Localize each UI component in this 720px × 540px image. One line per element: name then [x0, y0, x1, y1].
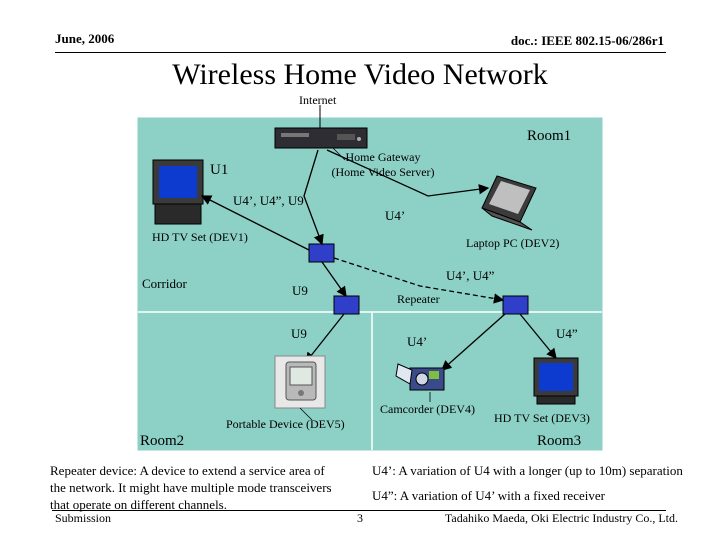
header-date: June, 2006	[55, 31, 115, 46]
link-repeater1-repeater3	[333, 257, 505, 304]
home-gateway-icon	[274, 127, 368, 149]
room2-label: Room2	[140, 433, 185, 449]
repeater-box-3	[502, 295, 529, 315]
laptop-dev2-icon	[481, 175, 537, 231]
link-repeater3-camcorder	[441, 313, 506, 371]
room1-label: Room1	[527, 128, 572, 144]
u9-upper-label: U9	[292, 283, 308, 298]
tv-dev3-label: HD TV Set (DEV3)	[494, 411, 590, 425]
link-repeater3-tv3	[519, 313, 557, 360]
u4p-definition: U4’: A variation of U4 with a longer (up…	[372, 463, 683, 478]
link-left-label: U4’, U4”, U9	[233, 193, 304, 208]
repeater-box-1	[308, 243, 335, 263]
link-gateway-repeater1	[303, 149, 324, 246]
footer-page-number: 3	[357, 511, 363, 525]
internet-label: Internet	[299, 93, 337, 107]
link-repeater1-tv1	[200, 195, 310, 251]
link-repeater2-portable	[305, 313, 345, 364]
header-doc-id: doc.: IEEE 802.15-06/286r1	[510, 33, 664, 48]
repeater-box-2	[333, 295, 360, 315]
repeater-note-line2: the network. It might have multiple mode…	[50, 480, 332, 495]
room3-label: Room3	[537, 433, 582, 449]
footer-rule	[52, 510, 666, 511]
u9-lower-label: U9	[291, 326, 307, 341]
gateway-label-line1: Home Gateway	[345, 150, 421, 164]
repeater-link-label: U4’, U4”	[446, 268, 495, 283]
laptop-dev2-label: Laptop PC (DEV2)	[466, 236, 560, 250]
repeater-note-line1: Repeater device: A device to extend a se…	[50, 463, 325, 478]
camcorder-icon	[395, 363, 445, 391]
u4pp-definition: U4”: A variation of U4’ with a fixed rec…	[372, 488, 605, 503]
footer-author: Tadahiko Maeda, Oki Electric Industry Co…	[444, 511, 678, 525]
repeater-note-line3: that operate on different channels.	[50, 497, 227, 512]
room-area	[137, 117, 603, 451]
portable-device-label: Portable Device (DEV5)	[226, 417, 345, 431]
camcorder-label: Camcorder (DEV4)	[380, 402, 475, 416]
footer-submission: Submission	[55, 511, 112, 525]
link-right-label: U4’	[385, 208, 406, 223]
page-title: Wireless Home Video Network	[172, 58, 548, 91]
header-rule	[55, 52, 666, 53]
u4p-lower-label: U4’	[407, 334, 428, 349]
portable-callout	[299, 407, 313, 421]
link-gateway-laptop	[326, 149, 490, 197]
link-repeater1-repeater2	[321, 261, 347, 298]
corridor-label: Corridor	[142, 276, 187, 291]
tv-dev3-icon	[533, 357, 579, 405]
portable-device-icon	[274, 355, 326, 409]
u1-label: U1	[210, 162, 229, 178]
tv-dev1-icon	[152, 159, 204, 225]
repeater-label: Repeater	[397, 292, 440, 306]
tv-dev1-label: HD TV Set (DEV1)	[152, 230, 248, 244]
gateway-label-line2: (Home Video Server)	[331, 165, 435, 179]
u4pp-lower-label: U4”	[556, 326, 578, 341]
